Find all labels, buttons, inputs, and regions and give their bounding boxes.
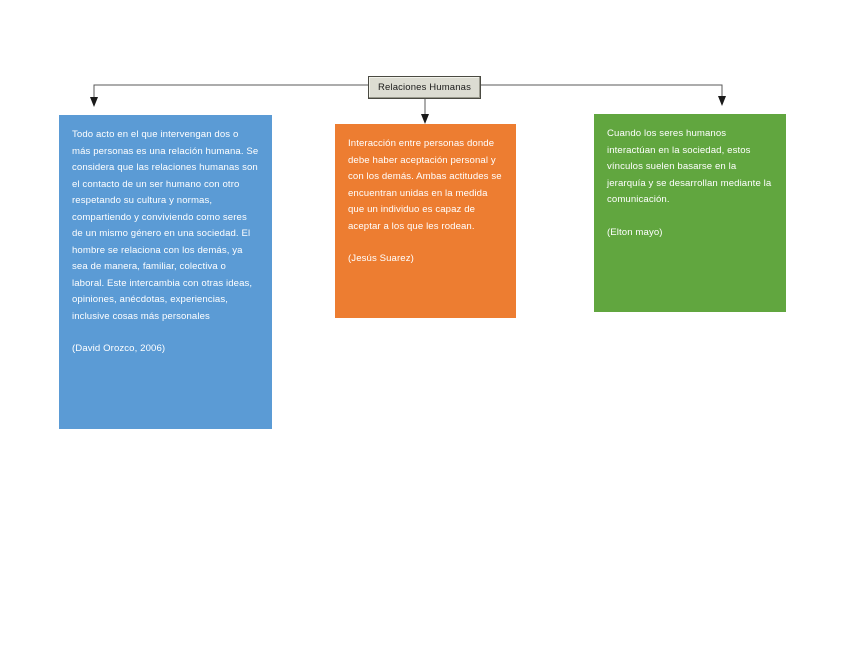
node-blue-attribution: (David Orozco, 2006) — [72, 343, 166, 354]
node-box-orange[interactable]: Interacción entre personas donde debe ha… — [335, 124, 516, 318]
root-node-relaciones-humanas[interactable]: Relaciones Humanas — [368, 76, 481, 99]
node-green-body: Cuando los seres humanos interactúan en … — [607, 128, 772, 205]
connector-right-line — [481, 84, 723, 96]
node-orange-body: Interacción entre personas donde debe ha… — [348, 138, 502, 232]
connector-left-line — [93, 84, 368, 97]
node-blue-body: Todo acto en el que intervengan dos o má… — [72, 129, 259, 322]
connector-left-arrowhead — [90, 97, 98, 107]
root-node-label: Relaciones Humanas — [378, 82, 471, 93]
connector-right-arrowhead — [718, 96, 726, 106]
node-box-blue[interactable]: Todo acto en el que intervengan dos o má… — [59, 115, 272, 429]
node-orange-attribution: (Jesús Suarez) — [348, 253, 414, 264]
node-green-attribution: (Elton mayo) — [607, 226, 663, 238]
connector-center-arrowhead — [421, 114, 429, 124]
node-box-green[interactable]: Cuando los seres humanos interactúan en … — [594, 114, 786, 312]
